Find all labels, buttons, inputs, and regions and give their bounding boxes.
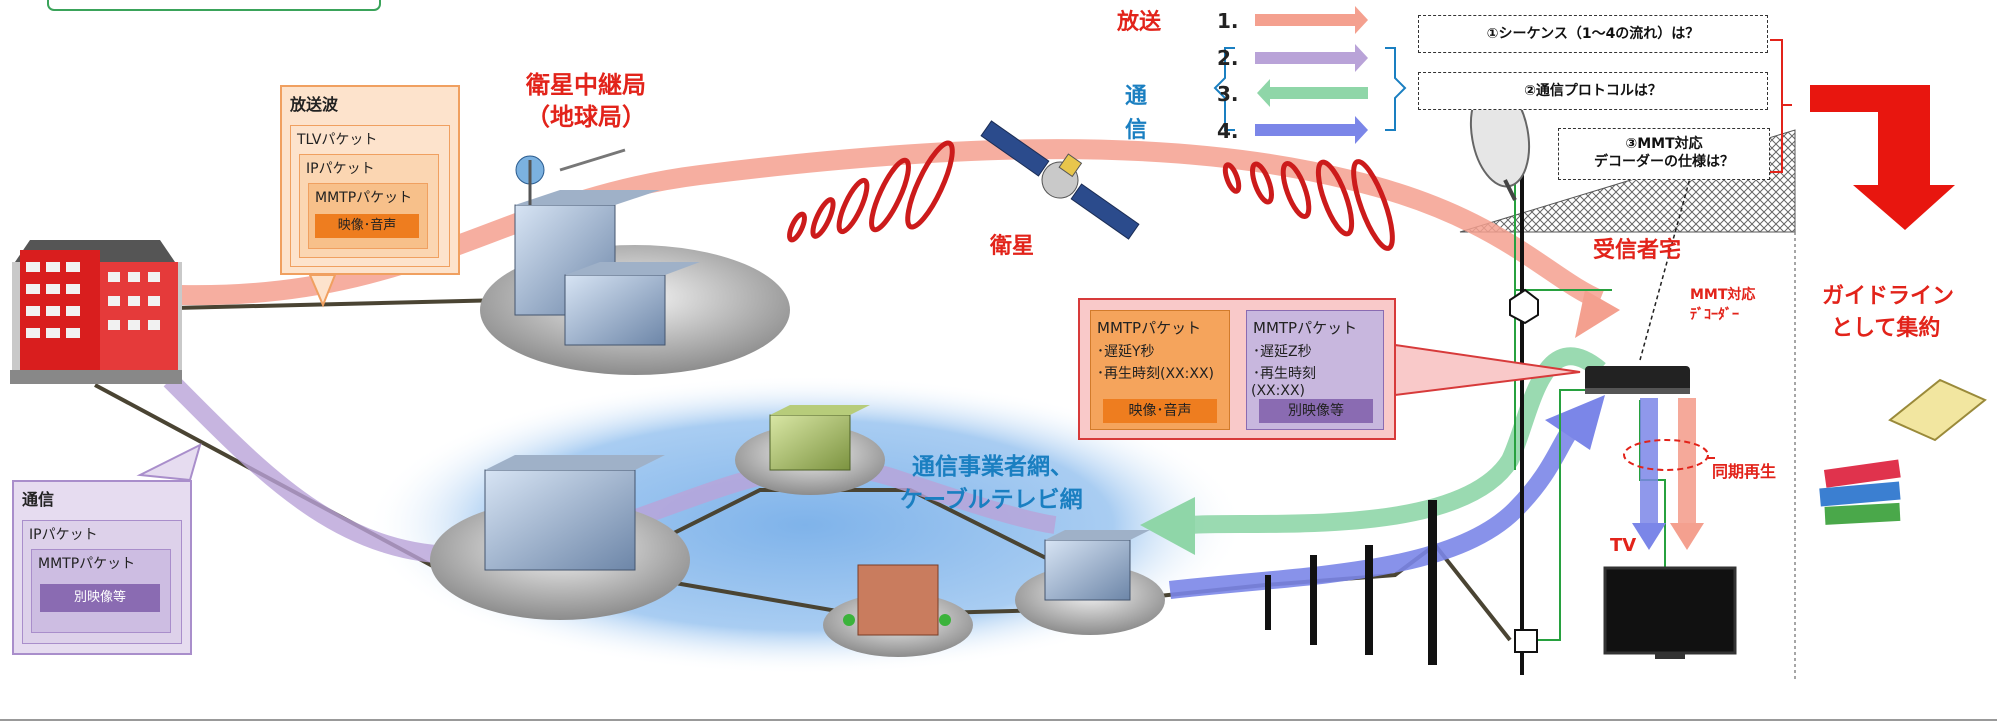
- legend-step-1: 1.: [1217, 9, 1239, 33]
- callout-pointer: [1394, 343, 1581, 397]
- broadcast-wave-box: 放送波 TLVパケット IPパケット MMTPパケット 映像･音声: [280, 85, 460, 275]
- callout-left-delay: ･遅延Y秒: [1097, 344, 1155, 360]
- broadcast-wave-title: 放送波: [290, 95, 339, 114]
- sync-ellipse: [1623, 439, 1709, 471]
- top-left-frame: [47, 0, 381, 11]
- legend-comm-2: 信: [1125, 118, 1148, 143]
- questions-bracket: [1770, 39, 1792, 173]
- utility-poles: [1265, 175, 1524, 675]
- relay-station-building-icon: [514, 190, 700, 346]
- question-decoder-spec: ③MMT対応 デコーダーの仕様は？: [1558, 128, 1770, 180]
- legend-step-2: 2.: [1217, 46, 1239, 70]
- guideline-title: ガイドライン: [1822, 284, 1955, 309]
- comm-ip-label: IPパケット: [29, 527, 98, 543]
- callout-left-title: MMTPパケット: [1097, 319, 1202, 337]
- tlv-packet-label: TLVパケット: [297, 132, 378, 148]
- network-subtitle: ケーブルテレビ網: [900, 487, 1083, 513]
- tlv-packet-layer: TLVパケット IPパケット MMTPパケット 映像･音声: [290, 125, 450, 267]
- callout-left-time: ･再生時刻(XX:XX): [1097, 366, 1215, 382]
- tv-label: TV: [1610, 535, 1637, 556]
- mmt-decoder-label-1: MMT対応: [1690, 287, 1756, 303]
- books-icon: [1819, 378, 1987, 525]
- callout-left-payload: 映像･音声: [1103, 399, 1217, 423]
- salmon-down-flow: [1678, 398, 1696, 523]
- legend-broadcast: 放送: [1117, 10, 1162, 35]
- mmt-decoder-label-2: ﾃﾞｺｰﾀﾞｰ: [1690, 307, 1739, 323]
- comm-mmtp-layer: MMTPパケット 別映像等: [31, 549, 171, 633]
- comm-ip-layer: IPパケット MMTPパケット 別映像等: [22, 520, 182, 644]
- broadcaster-building-icon: [10, 240, 182, 384]
- callout-right-title: MMTPパケット: [1253, 319, 1358, 337]
- house-outlet-icon: [1514, 629, 1538, 653]
- mmtp-packet-layer: MMTPパケット 映像･音声: [308, 183, 428, 249]
- satellite-icon: [980, 120, 1140, 240]
- comm-box-title: 通信: [22, 490, 55, 509]
- callout-right-time-value: (XX:XX): [1251, 383, 1306, 399]
- house-junction-icon: [1509, 288, 1539, 325]
- callout-right-delay: ･遅延Z秒: [1253, 344, 1312, 360]
- salmon-down-arrowhead: [1670, 523, 1704, 550]
- green-building-icon: [769, 405, 870, 471]
- question-decoder-line1: ③MMT対応: [1625, 136, 1703, 152]
- legend-step-3: 3.: [1217, 82, 1239, 106]
- ip-packet-layer: IPパケット MMTPパケット 映像･音声: [299, 154, 439, 258]
- mmt-decoder-icon: [1585, 366, 1690, 394]
- receiver-home-label: 受信者宅: [1593, 238, 1682, 263]
- relay-station-title: 衛星中継局: [526, 71, 646, 99]
- comm-payload: 別映像等: [40, 584, 160, 612]
- question-protocol: ②通信プロトコルは？: [1418, 72, 1768, 110]
- comm-box: 通信 IPパケット MMTPパケット 別映像等: [12, 480, 192, 655]
- mmtp-callout: MMTPパケット ･遅延Y秒 ･再生時刻(XX:XX) 映像･音声 MMTPパケ…: [1078, 298, 1396, 440]
- legend-step-4: 4.: [1217, 119, 1239, 143]
- cable-origin-to-relay: [174, 298, 506, 310]
- callout-right-time: ･再生時刻: [1253, 366, 1316, 382]
- network-title: 通信事業者網、: [912, 454, 1073, 480]
- guideline-subtitle: として集約: [1831, 316, 1941, 341]
- blue-down-arrowhead: [1632, 523, 1666, 550]
- broadcast-flow-arrowhead: [1575, 290, 1620, 338]
- blue-down-flow: [1640, 398, 1658, 523]
- question-decoder-line2: デコーダーの仕様は？: [1594, 154, 1734, 170]
- legend-comm-1: 通: [1125, 84, 1148, 109]
- broadcast-payload: 映像･音声: [315, 214, 419, 238]
- network-hub-building-icon: [484, 455, 665, 571]
- brick-building-icon: [843, 564, 951, 636]
- comm-flow-green-arrowhead: [1140, 497, 1195, 555]
- broadcast-box-tail: [308, 274, 337, 308]
- radio-waves-left: [787, 140, 955, 243]
- tv-icon: [1603, 566, 1737, 659]
- right-hub-building-icon: [1044, 530, 1150, 601]
- ip-packet-label: IPパケット: [306, 161, 375, 177]
- comm-box-tail: [136, 443, 202, 482]
- dish-antenna-icon: [515, 148, 626, 205]
- callout-broadcast-packet: MMTPパケット ･遅延Y秒 ･再生時刻(XX:XX) 映像･音声: [1090, 310, 1230, 430]
- legend-arrows: [1255, 6, 1368, 144]
- radio-waves-right: [1222, 159, 1395, 251]
- comm-mmtp-label: MMTPパケット: [38, 556, 136, 572]
- comm-flow-green: [1189, 347, 1606, 534]
- comm-flow-blue-arrowhead: [1545, 395, 1605, 450]
- legend-braces: [1213, 47, 1407, 131]
- sync-playback-label: 同期再生: [1712, 462, 1777, 481]
- guideline-arrow-icon: [1810, 85, 1955, 230]
- callout-right-payload: 別映像等: [1259, 399, 1373, 423]
- question-sequence: ①シーケンス（1～4の流れ）は？: [1418, 15, 1768, 53]
- satellite-label: 衛星: [990, 234, 1035, 259]
- mmtp-packet-label: MMTPパケット: [315, 190, 413, 206]
- callout-comm-packet: MMTPパケット ･遅延Z秒 ･再生時刻 (XX:XX) 別映像等: [1246, 310, 1384, 430]
- relay-station-subtitle: （地球局）: [526, 103, 646, 131]
